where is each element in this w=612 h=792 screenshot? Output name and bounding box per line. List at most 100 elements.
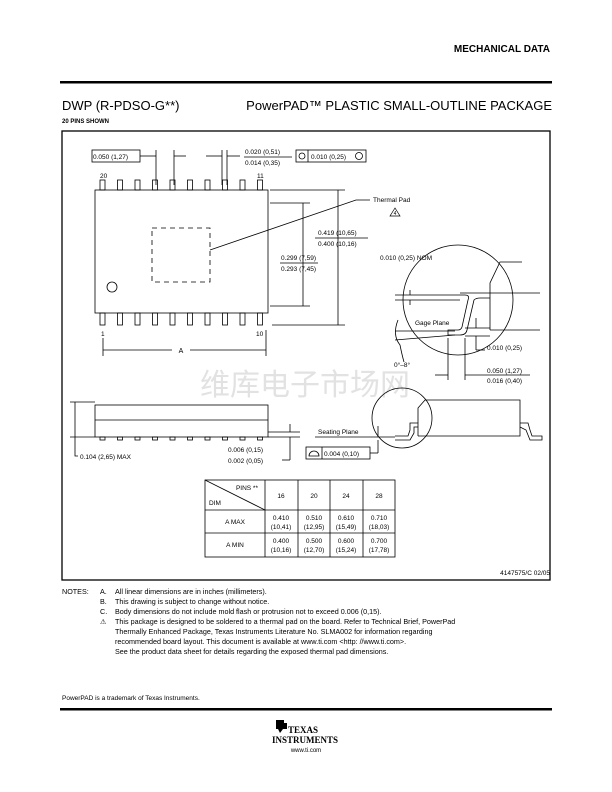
table-row-label: A MIN [226,542,244,549]
side-pin [117,436,123,441]
trademark-note: PowerPAD is a trademark of Texas Instrum… [62,695,200,702]
pin-label-20: 20 [100,173,108,180]
thermal-pad-label: Thermal Pad [373,197,411,204]
note-triangle-icon [389,207,401,217]
table-row-label: A MAX [225,519,246,526]
standoff-min: 0.002 (0,05) [228,458,263,465]
body-width-min: 0.293 (7,45) [281,266,316,273]
pitch-dim: 0.050 (1,27) [93,154,128,161]
package-name: PowerPAD™ PLASTIC SMALL-OUTLINE PACKAGE [246,98,552,113]
logo-texas: TEXAS [288,725,318,735]
pin [169,179,176,191]
pin [152,312,158,326]
table-cell-mm: (17,78) [369,547,390,554]
table-cell-inch: 0.610 [338,515,355,522]
height-max: 0.104 (2,65) MAX [80,454,132,461]
pin [222,179,228,191]
side-pin [257,436,263,441]
watermark: 维库电子市场网 [200,368,410,403]
pin [117,179,123,191]
position-tolerance: 0.010 (0,25) [311,154,346,161]
lead-width-min: 0.014 (0,35) [245,160,280,167]
lead-angle: 0°–8° [394,361,410,369]
side-pin [152,436,158,441]
pin [239,312,246,326]
table-cell-inch: 0.510 [306,515,323,522]
package-code: DWP (R-PDSO-G**) [62,98,179,113]
gage-height: 0.010 (0,25) [487,345,522,352]
side-pin [239,436,246,441]
table-cell-mm: (12,70) [304,547,325,554]
table-column-header: 24 [342,493,350,500]
pins-shown: 20 PINS SHOWN [62,119,109,125]
pin [99,312,106,326]
top-view [91,149,370,356]
side-pin [99,436,106,441]
table-cell-mm: (18,03) [369,524,390,531]
pin [152,179,158,191]
pin [99,179,106,191]
note-d-line: Thermally Enhanced Package, Texas Instru… [115,627,433,636]
table-column-header: 28 [375,493,383,500]
note-letter: B. [100,597,107,606]
pin-label-10: 10 [256,331,264,338]
pin [222,312,228,326]
note-d-line: See the product data sheet for details r… [115,647,389,656]
table-cell-inch: 0.700 [371,538,388,545]
pin [134,179,141,191]
seating-plane-label: Seating Plane [318,429,359,436]
length-label: A [179,348,184,355]
side-pin [169,436,176,441]
table-cell-mm: (15,24) [336,547,357,554]
pin [187,312,193,326]
pin [257,179,263,191]
note-d-line: recommended board layout. This document … [115,637,407,646]
side-pin [134,436,141,441]
pin-label-11: 11 [257,173,264,180]
body-width-max: 0.299 (7,59) [281,255,316,262]
table-column-header: 20 [310,493,318,500]
table-corner-pins: PINS ** [236,485,259,492]
overall-width-max: 0.419 (10,65) [318,230,357,237]
logo-instruments: INSTRUMENTS [272,735,338,745]
pin [169,312,176,326]
section-title: MECHANICAL DATA [454,44,550,55]
gage-plane-label: Gage Plane [415,320,450,327]
thermal-pad-outline [151,227,211,283]
top-rule [60,81,552,84]
bottom-rule [60,708,552,711]
dimension-table [204,479,396,558]
note-letter: A. [100,587,107,596]
standoff-max: 0.006 (0,15) [228,447,263,454]
ti-logo-mark-icon [276,720,287,733]
pin-label-1: 1 [101,331,105,338]
note-letter: C. [100,607,108,616]
note-a: All linear dimensions are in inches (mil… [115,587,267,596]
table-cell-mm: (12,95) [304,524,325,531]
table-cell-inch: 0.500 [306,538,323,545]
table-cell-mm: (10,16) [271,547,292,554]
package-body [94,189,269,314]
ti-logo: TEXAS INSTRUMENTS www.ti.com [272,720,338,754]
side-pin [222,436,228,441]
flatness-tolerance: 0.004 (0,10) [324,451,359,458]
table-corner-dim: DIM [209,500,221,507]
pin [134,312,141,326]
table-cell-inch: 0.710 [371,515,388,522]
lead-width-max: 0.020 (0,51) [245,149,280,156]
drawing-number: 4147575/C 02/05 [500,570,550,577]
pin [257,312,263,326]
pin [204,312,211,326]
foot-length-max: 0.050 (1,27) [487,368,522,375]
table-cell-mm: (15,49) [336,524,357,531]
side-pin [187,436,193,441]
table-cell-mm: (10,41) [271,524,292,531]
side-pin [204,436,211,441]
overall-width-min: 0.400 (10,16) [318,241,357,248]
drawing-frame [61,130,551,581]
lead-thickness: 0.010 (0,25) NOM [380,255,432,262]
thermal-pad-note-ref: 4 [394,211,397,217]
notes: NOTES:A.All linear dimensions are in inc… [62,587,455,657]
